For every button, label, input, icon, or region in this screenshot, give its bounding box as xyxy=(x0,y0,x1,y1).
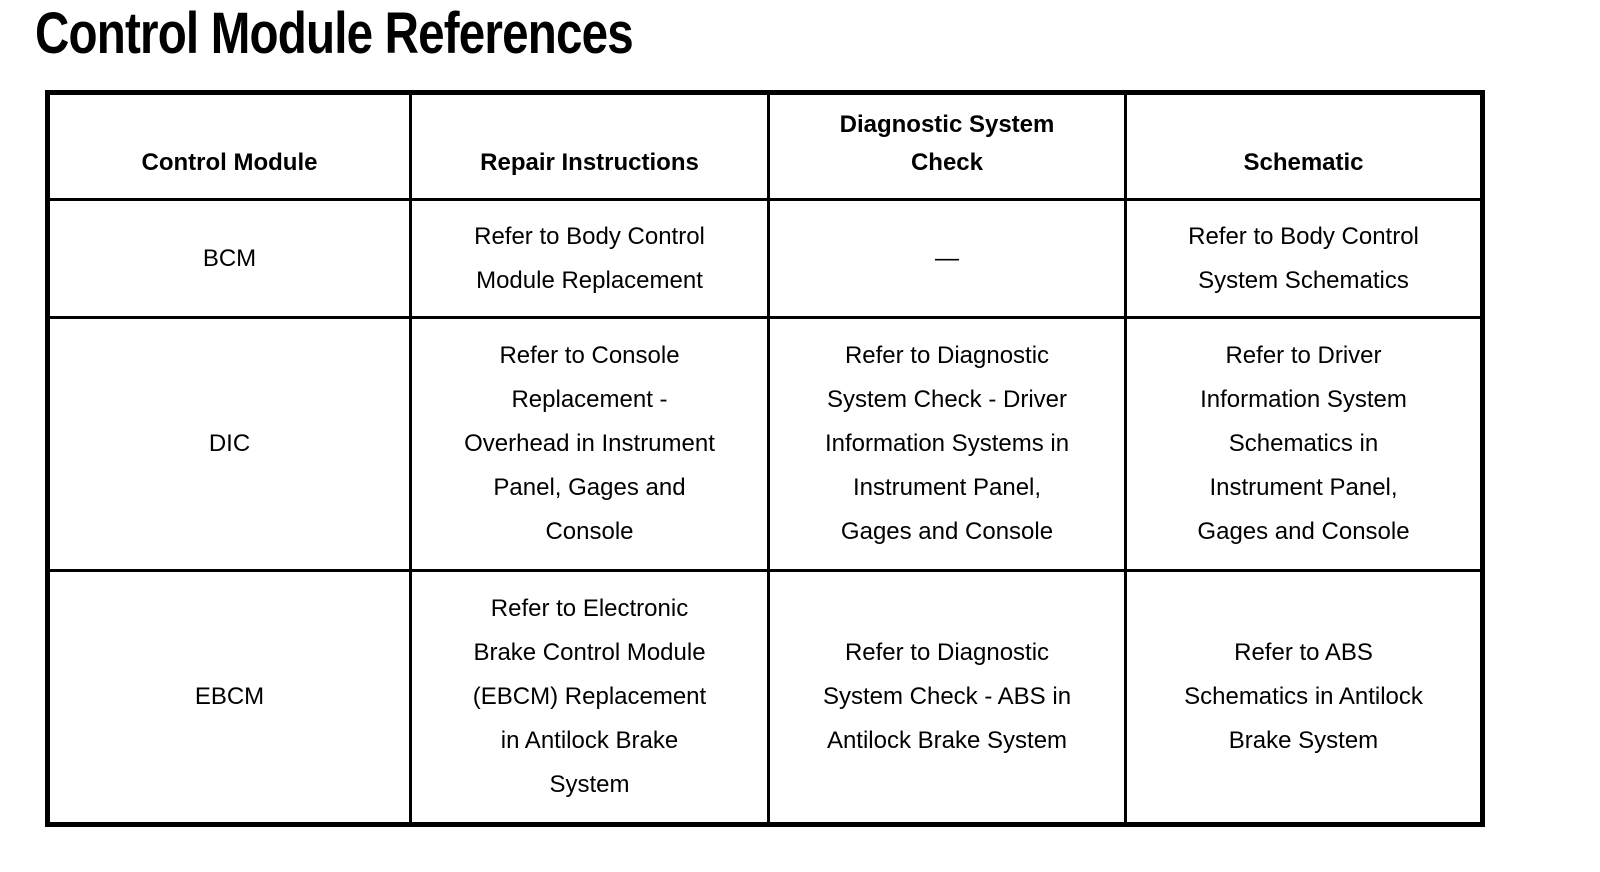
cell-bcm-repair-instructions: Refer to Body Control Module Replacement xyxy=(409,198,770,319)
cell-dic-repair-instructions: Refer to Console Replacement - Overhead … xyxy=(409,316,770,572)
table-row-bcm: BCM Refer to Body Control Module Replace… xyxy=(46,198,1484,319)
column-header-repair-instructions: Repair Instructions xyxy=(409,91,770,201)
column-header-diagnostic-system-check: Diagnostic System Check xyxy=(767,91,1127,201)
control-module-references-table: Control Module Repair Instructions Diagn… xyxy=(45,90,1485,827)
table-row-dic: DIC Refer to Console Replacement - Overh… xyxy=(46,316,1484,572)
cell-ebcm-diagnostic-system-check: Refer to Diagnostic System Check - ABS i… xyxy=(767,569,1127,826)
table-header-row: Control Module Repair Instructions Diagn… xyxy=(46,91,1484,201)
cell-bcm-schematic: Refer to Body Control System Schematics xyxy=(1124,198,1484,319)
table-row-ebcm: EBCM Refer to Electronic Brake Control M… xyxy=(46,569,1484,826)
cell-ebcm-repair-instructions: Refer to Electronic Brake Control Module… xyxy=(409,569,770,826)
cell-bcm-control-module: BCM xyxy=(46,198,412,319)
cell-dic-diagnostic-system-check: Refer to Diagnostic System Check - Drive… xyxy=(767,316,1127,572)
cell-bcm-diagnostic-system-check: — xyxy=(767,198,1127,319)
cell-dic-control-module: DIC xyxy=(46,316,412,572)
column-header-control-module: Control Module xyxy=(46,91,412,201)
page-title: Control Module References xyxy=(35,1,634,66)
cell-ebcm-control-module: EBCM xyxy=(46,569,412,826)
column-header-schematic: Schematic xyxy=(1124,91,1484,201)
cell-ebcm-schematic: Refer to ABS Schematics in Antilock Brak… xyxy=(1124,569,1484,826)
cell-dic-schematic: Refer to Driver Information System Schem… xyxy=(1124,316,1484,572)
